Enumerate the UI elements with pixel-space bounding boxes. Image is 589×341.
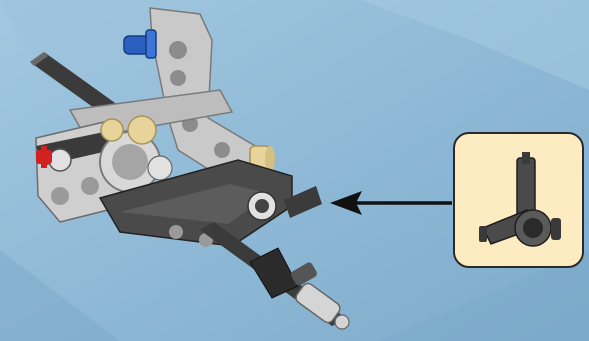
parts-needed-callout (453, 132, 584, 268)
connector-part-icon (455, 134, 584, 268)
